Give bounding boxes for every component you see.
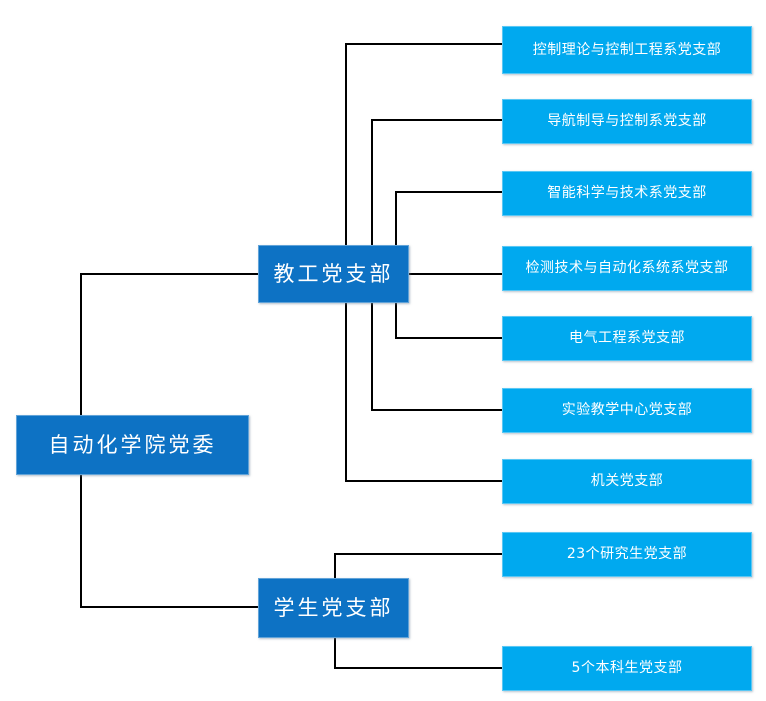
org-node-leaf-3-label: 检测技术与自动化系统系党支部 [525, 260, 729, 277]
org-node-leaf-6-label: 机关党支部 [590, 473, 664, 490]
org-node-leaf-2[interactable]: 智能科学与技术系党支部 [502, 171, 752, 216]
org-node-leaf-8-label: 5个本科生党支部 [571, 660, 683, 677]
connector-line [80, 475, 258, 608]
org-node-branch-faculty[interactable]: 教工党支部 [258, 245, 409, 303]
org-node-leaf-8[interactable]: 5个本科生党支部 [502, 646, 752, 691]
org-node-branch-student-label: 学生党支部 [273, 595, 394, 620]
org-node-leaf-5[interactable]: 实验教学中心党支部 [502, 388, 752, 433]
org-node-leaf-3[interactable]: 检测技术与自动化系统系党支部 [502, 246, 752, 291]
connector-line [371, 303, 502, 411]
org-node-root[interactable]: 自动化学院党委 [16, 415, 249, 475]
org-node-leaf-0-label: 控制理论与控制工程系党支部 [532, 41, 722, 58]
org-node-leaf-4[interactable]: 电气工程系党支部 [502, 316, 752, 361]
connector-line [395, 303, 502, 339]
org-node-leaf-7-label: 23个研究生党支部 [566, 546, 688, 563]
org-node-leaf-1-label: 导航制导与控制系党支部 [547, 113, 707, 130]
org-node-leaf-2-label: 智能科学与技术系党支部 [547, 185, 707, 202]
org-node-root-label: 自动化学院党委 [48, 432, 217, 457]
org-node-branch-student[interactable]: 学生党支部 [258, 578, 409, 638]
org-node-leaf-6[interactable]: 机关党支部 [502, 459, 752, 504]
org-node-leaf-5-label: 实验教学中心党支部 [561, 402, 693, 419]
org-node-branch-faculty-label: 教工党支部 [273, 261, 394, 286]
connector-line [334, 638, 502, 669]
connector-line [345, 303, 502, 482]
connector-line [371, 119, 502, 245]
connector-line [345, 43, 502, 245]
org-node-leaf-4-label: 电气工程系党支部 [569, 330, 685, 347]
connector-line [395, 191, 502, 245]
connector-line [334, 553, 502, 578]
org-node-leaf-0[interactable]: 控制理论与控制工程系党支部 [502, 26, 752, 74]
org-node-leaf-1[interactable]: 导航制导与控制系党支部 [502, 99, 752, 144]
org-node-leaf-7[interactable]: 23个研究生党支部 [502, 532, 752, 577]
